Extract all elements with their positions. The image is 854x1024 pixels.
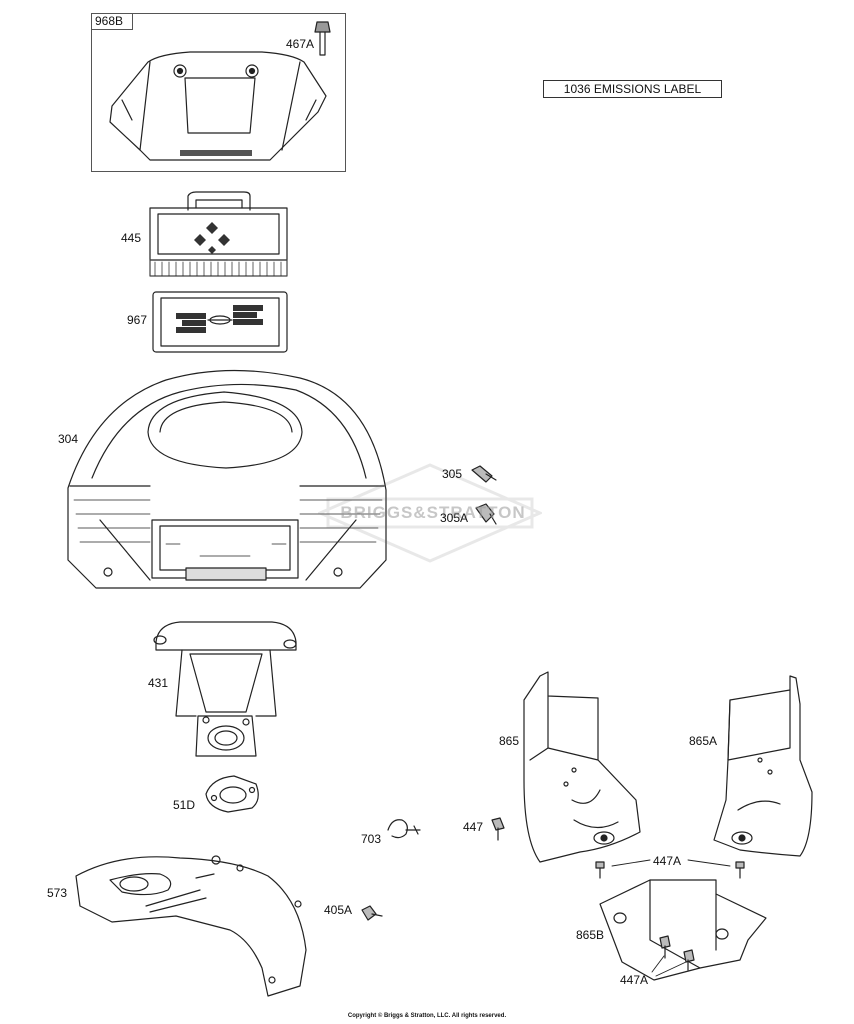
screw-305A <box>475 503 497 525</box>
cylinder-shield-865A <box>713 675 813 857</box>
part-label-967: 967 <box>127 313 148 327</box>
copyright-notice: Copyright © Briggs & Stratton, LLC. All … <box>347 1013 507 1019</box>
air-cleaner-base-431 <box>153 621 297 757</box>
part-label-703: 703 <box>361 832 382 846</box>
part-label-51D: 51D <box>173 798 196 812</box>
part-label-431: 431 <box>148 676 169 690</box>
screw-405A <box>361 905 383 921</box>
air-guide-573 <box>75 855 307 997</box>
inset-tab-968B <box>91 13 133 30</box>
part-label-865: 865 <box>499 734 520 748</box>
gasket-51D <box>205 775 259 813</box>
emissions-label-box: 1036 EMISSIONS LABEL <box>543 80 722 98</box>
part-label-467A: 467A <box>286 37 315 51</box>
screw-447 <box>491 817 505 841</box>
part-label-305: 305 <box>442 467 463 481</box>
part-label-573: 573 <box>47 886 68 900</box>
clip-703 <box>387 819 421 839</box>
part-label-445: 445 <box>121 231 142 245</box>
cylinder-shield-865 <box>523 671 641 863</box>
part-label-305A: 305A <box>440 511 469 525</box>
screw-305 <box>471 465 497 483</box>
part-label-968B: 968B <box>95 14 124 28</box>
pre-cleaner-967 <box>152 291 288 353</box>
part-label-447A-bottom: 447A <box>620 973 649 987</box>
blower-housing-304 <box>67 369 387 589</box>
part-label-447A-top: 447A <box>653 854 682 868</box>
part-label-304: 304 <box>58 432 79 446</box>
shield-865B <box>599 879 767 981</box>
air-filter-445 <box>149 191 288 277</box>
part-label-865B: 865B <box>576 928 605 942</box>
screws-447A-bottom <box>651 935 695 977</box>
knob-467A <box>314 21 331 56</box>
screws-447A-top <box>595 859 745 879</box>
brand-watermark-text: BRIGGS&STRATTON <box>340 503 526 522</box>
inset-frame-968B <box>91 13 346 172</box>
brand-watermark-logo <box>318 463 542 563</box>
part-label-865A: 865A <box>689 734 718 748</box>
part-label-405A: 405A <box>324 903 353 917</box>
air-cleaner-cover-968B <box>109 51 327 161</box>
part-label-447: 447 <box>463 820 484 834</box>
